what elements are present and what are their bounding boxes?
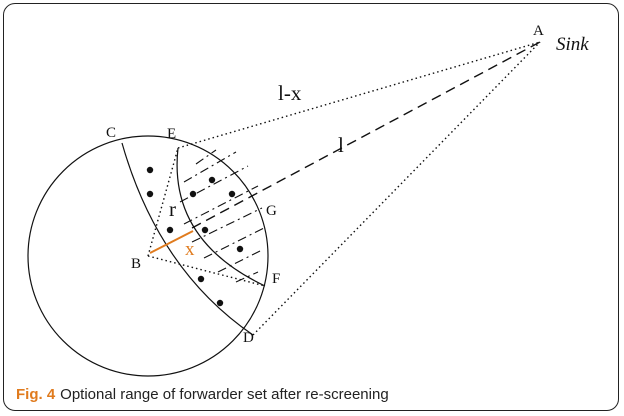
range-circle [27,135,269,377]
line-d-a [252,41,541,336]
line-b-f [147,255,266,287]
figure-frame [3,3,619,411]
label-x: x [185,239,195,260]
node-dot [166,226,174,234]
label-g: G [266,203,277,219]
node-dot [146,166,154,174]
line-b-e [147,147,179,257]
caption-fig-label: Fig. 4 [16,386,56,403]
arc-c-d [121,142,254,336]
label-sink: Sink [556,34,589,55]
line-l [191,41,541,229]
segment-x [149,230,194,254]
node-dot [197,275,205,283]
node-dot [236,245,244,253]
hatch-lines [179,149,265,283]
node-dot [208,176,216,184]
label-d: D [243,330,254,346]
caption-text: Optional range of forwarder set after re… [60,386,389,403]
dotted-lines [147,41,541,336]
line-e-a [177,41,541,149]
arc-e-g-f [176,147,266,287]
node-dots [146,166,244,307]
label-a: A [533,23,544,39]
node-dot [216,299,224,307]
node-dot [201,226,209,234]
label-r: r [169,197,176,221]
node-dot [146,190,154,198]
label-l-minus-x: l-x [278,81,302,105]
node-dot [228,190,236,198]
node-dot [189,190,197,198]
label-l: l [338,133,344,157]
label-c: C [106,125,116,141]
label-f: F [272,271,280,287]
label-b: B [131,256,141,272]
label-e: E [167,126,176,142]
